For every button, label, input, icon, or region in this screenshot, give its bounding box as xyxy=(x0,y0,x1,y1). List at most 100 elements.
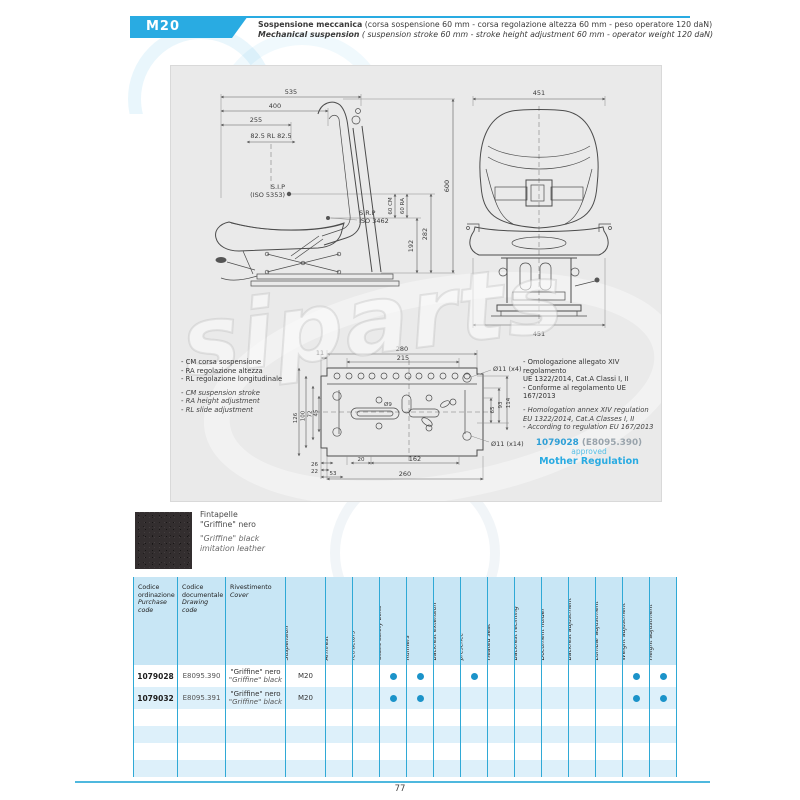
homologation-notes: - Omologazione allegato XIV regolamento … xyxy=(523,358,655,467)
column-header-14: Regolazione schienaleBackrest adjustment xyxy=(569,577,596,665)
feature-cell xyxy=(461,687,488,709)
dim-282-label: 282 xyxy=(421,228,429,240)
empty-cell xyxy=(569,709,596,726)
feature-cell xyxy=(461,665,488,687)
empty-cell xyxy=(434,726,461,743)
empty-cell xyxy=(133,760,178,777)
empty-cell xyxy=(650,726,677,743)
material-name-en: "Griffine" black xyxy=(200,534,260,543)
empty-cell xyxy=(650,709,677,726)
empty-cell xyxy=(515,743,542,760)
empty-cell xyxy=(380,709,407,726)
legend-line: - RL regolazione longitudinale xyxy=(181,375,283,384)
feature-cell xyxy=(515,687,542,709)
dim-280-label: 280 xyxy=(396,345,408,353)
column-header-13: Tasca portadocumentoDocument holder xyxy=(542,577,569,665)
empty-cell xyxy=(569,743,596,760)
feature-cell xyxy=(650,687,677,709)
mounting-holes-row xyxy=(333,372,471,380)
material-description: Fintapelle "Griffine" nero "Griffine" bl… xyxy=(200,510,360,554)
footer-rule xyxy=(75,781,710,783)
approval-code: 1079028 xyxy=(535,437,579,448)
drawing-code: E8095.391 xyxy=(178,687,226,709)
sip-point xyxy=(286,191,292,197)
feature-cell xyxy=(434,687,461,709)
empty-cell xyxy=(226,760,286,777)
title-block: Sospensione meccanica (corsa sospensione… xyxy=(258,20,713,40)
legend-line-en: - RA height adjustment xyxy=(181,397,260,406)
empty-cell xyxy=(286,726,326,743)
empty-cell xyxy=(650,743,677,760)
feature-dot xyxy=(416,672,424,680)
empty-cell xyxy=(226,743,286,760)
empty-cell xyxy=(461,726,488,743)
empty-cell xyxy=(488,743,515,760)
bottom-view: 11 280 215 Ø11 (x4) Ø11 (x14) Ø9 126 100… xyxy=(293,345,524,481)
dim-45-label: 45 xyxy=(314,409,320,416)
feature-dot xyxy=(659,694,667,702)
empty-cell xyxy=(407,709,434,726)
empty-cell xyxy=(133,709,178,726)
empty-cell xyxy=(488,760,515,777)
homologation-line-en: - According to regulation EU 167/2013 xyxy=(523,423,654,432)
dim-255-label: 255 xyxy=(250,116,262,124)
column-header-11: Seduta riscaldataHeated seat xyxy=(488,577,515,665)
feature-cell xyxy=(407,665,434,687)
dim-60cm-label: 60 CM xyxy=(388,197,394,215)
dim-72-label: 72 xyxy=(308,411,314,418)
title-english-bold: Mechanical suspension xyxy=(258,30,360,39)
empty-cell xyxy=(226,726,286,743)
empty-cell xyxy=(407,760,434,777)
empty-cell xyxy=(380,743,407,760)
srp-label: S.R.P xyxy=(359,209,376,217)
empty-cell xyxy=(178,743,226,760)
empty-cell xyxy=(434,709,461,726)
empty-cell xyxy=(623,760,650,777)
purchase-code: 1079032 xyxy=(133,687,178,709)
feature-cell xyxy=(380,665,407,687)
empty-cell xyxy=(380,760,407,777)
empty-cell xyxy=(353,709,380,726)
sip-iso-label: (ISO 5353) xyxy=(250,191,285,199)
feature-cell xyxy=(623,665,650,687)
empty-cell xyxy=(326,760,353,777)
front-dim-top-label: 451 xyxy=(533,89,545,97)
dim-600-label: 600 xyxy=(443,180,451,192)
empty-cell xyxy=(542,760,569,777)
page-number: 77 xyxy=(394,784,406,794)
column-header-5: BraccioloArmrest xyxy=(326,577,353,665)
approval-regulation: Mother Regulation xyxy=(539,455,639,467)
dim-11-label: 11 xyxy=(316,349,324,357)
approval-block: 1079028 (E8095.390) approved Mother Regu… xyxy=(523,437,655,467)
feature-cell xyxy=(353,687,380,709)
feature-cell xyxy=(488,665,515,687)
model-badge-label: M20 xyxy=(146,19,181,34)
title-english-rest: ( suspension stroke 60 mm - stroke heigh… xyxy=(359,30,714,39)
feature-cell xyxy=(380,687,407,709)
material-name-it: "Griffine" nero xyxy=(200,520,256,529)
dim-93-label: 93 xyxy=(498,401,504,408)
hole-center-label: Ø9 xyxy=(384,401,392,408)
column-header-9: Prolunga schienaleBackrest extension xyxy=(434,577,461,665)
feature-dot xyxy=(632,672,640,680)
empty-cell xyxy=(515,760,542,777)
empty-cell xyxy=(326,709,353,726)
dim-192-label: 192 xyxy=(407,240,415,252)
dim-60ra-label: 60 RA xyxy=(400,198,406,214)
dim-162-label: 162 xyxy=(409,455,421,463)
empty-cell xyxy=(569,726,596,743)
column-header-12: Schienale reclinabileBackrest reclining xyxy=(515,577,542,665)
dim-26-label: 26 xyxy=(311,462,318,468)
homologation-line: - Conforme al regolamento UE 167/2013 xyxy=(523,383,626,401)
feature-cell xyxy=(569,687,596,709)
empty-cell xyxy=(178,760,226,777)
column-header-10: Microinterruttore presenza operatoreMicr… xyxy=(461,577,488,665)
purchase-code: 1079028 xyxy=(133,665,178,687)
side-view: 535 400 255 82.5 RL 82.5 S.I.P (ISO 5353… xyxy=(215,88,455,287)
dim-400-label: 400 xyxy=(269,102,281,110)
empty-cell xyxy=(380,726,407,743)
empty-cell xyxy=(353,726,380,743)
